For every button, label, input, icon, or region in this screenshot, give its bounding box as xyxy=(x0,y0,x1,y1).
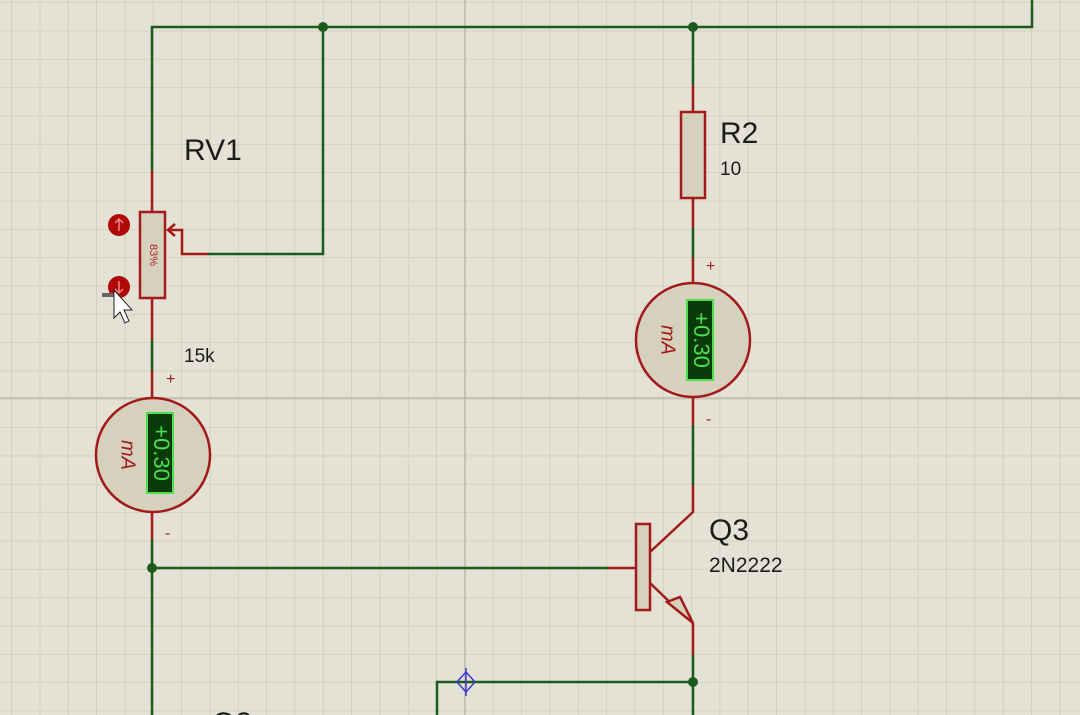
rv1-wiper-percent: 83% xyxy=(147,244,159,266)
rv1-value-label: 15k xyxy=(184,346,215,367)
ammeter-right-plus: + xyxy=(706,258,715,275)
origin-marker-icon xyxy=(455,668,477,696)
q3-ref-label: Q3 xyxy=(709,514,749,547)
ammeter-left: +0.30 mA xyxy=(94,396,212,540)
ammeter-right-unit: mA xyxy=(657,325,679,355)
ammeter-left-unit: mA xyxy=(117,440,139,470)
ammeter-right-reading: +0.30 xyxy=(689,312,714,368)
r2-ref-label: R2 xyxy=(720,117,758,150)
q2-ref-label: Q2 xyxy=(212,707,252,715)
arrow-up-probe-icon[interactable] xyxy=(108,214,130,236)
junctions xyxy=(147,22,698,687)
junction-dot xyxy=(147,563,157,573)
q3-transistor[interactable] xyxy=(608,485,695,655)
q3-value-label: 2N2222 xyxy=(709,554,783,577)
junction-dot xyxy=(688,22,698,32)
ammeter-left-minus: - xyxy=(165,525,170,542)
wire-wiper xyxy=(208,27,325,256)
ammeter-right: +0.30 mA xyxy=(634,258,752,425)
mouse-pointer-icon xyxy=(102,288,134,324)
rv1-ref-label: RV1 xyxy=(184,134,242,167)
junction-dot xyxy=(318,22,328,32)
ammeter-right-minus: - xyxy=(706,411,711,428)
junction-dot xyxy=(688,677,698,687)
ammeter-left-plus: + xyxy=(166,371,175,388)
rv1-potentiometer[interactable] xyxy=(138,170,208,398)
wire-top xyxy=(150,0,1034,170)
ammeter-left-reading: +0.30 xyxy=(149,425,174,481)
wire-bottom xyxy=(435,680,693,715)
r2-resistor[interactable] xyxy=(679,85,707,228)
r2-value-label: 10 xyxy=(720,159,741,180)
